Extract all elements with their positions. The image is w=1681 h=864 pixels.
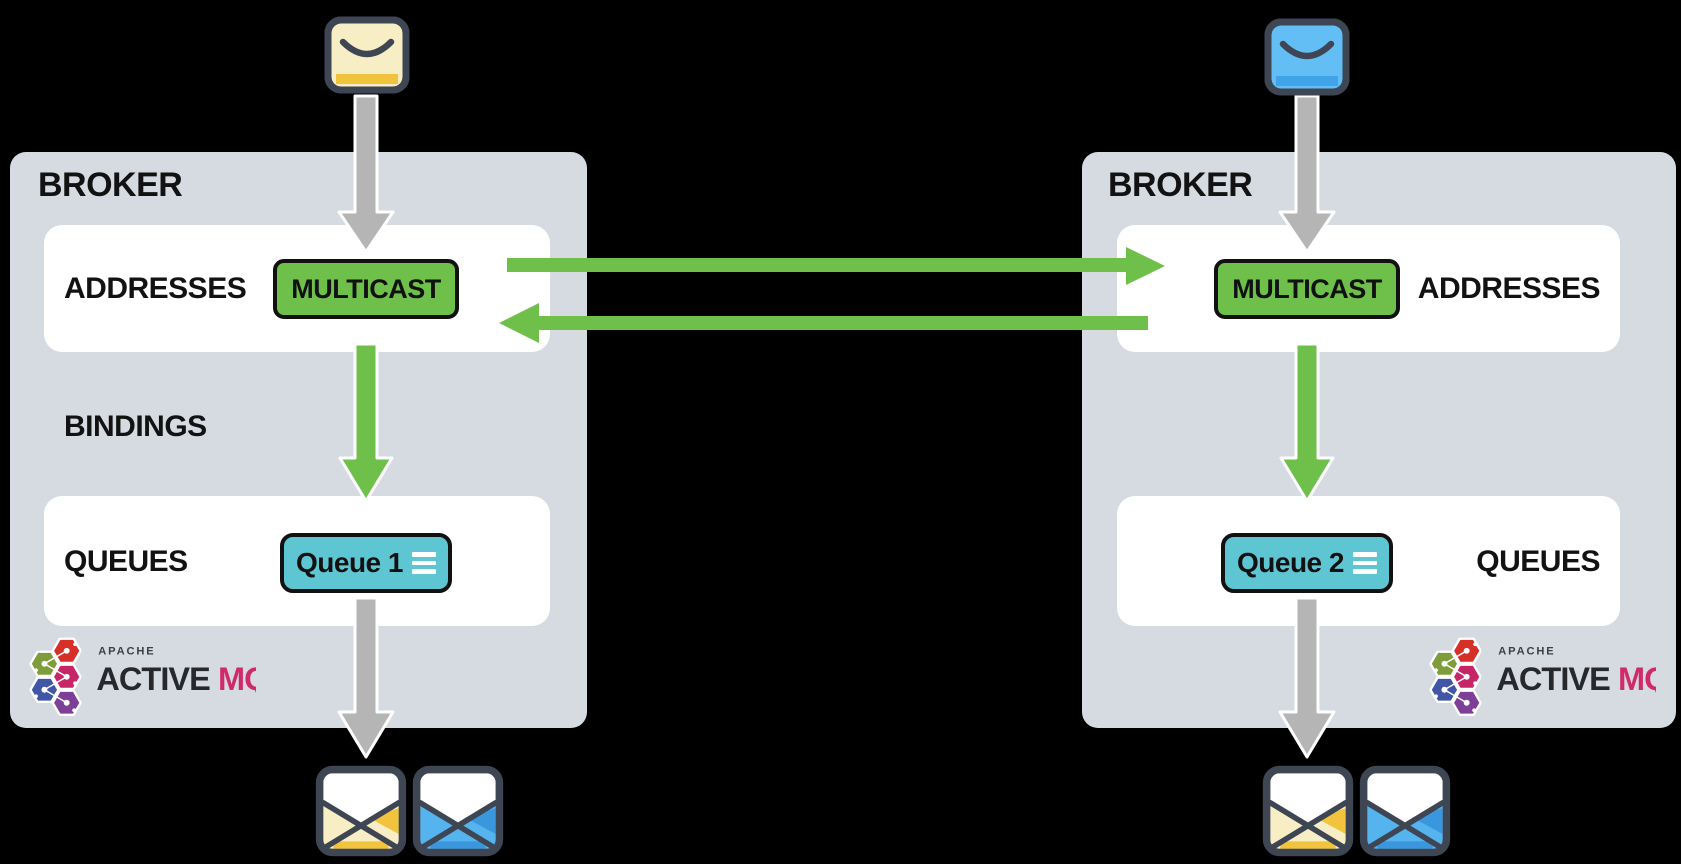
multicast-label-left: MULTICAST xyxy=(291,273,441,304)
open-envelope-blue-icon xyxy=(1359,765,1451,857)
list-lines-icon xyxy=(411,552,436,574)
queue-1-label: Queue 1 xyxy=(296,547,403,578)
svg-text:ACTIVE MQ: ACTIVE MQ xyxy=(1496,661,1656,697)
logo-mq-label: MQ xyxy=(218,661,256,697)
producer-arrow-right-icon xyxy=(1278,94,1336,254)
logo-apache-label: APACHE xyxy=(1498,646,1555,658)
queue-2-label: Queue 2 xyxy=(1237,547,1344,578)
multicast-address-right: MULTICAST xyxy=(1214,259,1400,319)
addresses-label-right: ADDRESSES xyxy=(1417,272,1601,305)
broker-title-right: BROKER xyxy=(1108,166,1253,204)
queues-label-right: QUEUES xyxy=(1476,545,1600,578)
consumer-arrow-left-icon xyxy=(337,596,395,759)
queue-2-node: Queue 2 xyxy=(1221,533,1393,593)
svg-text:APACHE: APACHE xyxy=(1498,646,1555,658)
svg-text:APACHE: APACHE xyxy=(98,646,155,658)
federation-arrow-leftward-icon xyxy=(499,303,1148,343)
producer-arrow-left-icon xyxy=(337,94,395,254)
broker-title-left: BROKER xyxy=(38,166,183,204)
open-envelope-blue-icon xyxy=(412,765,504,857)
logo-apache-label: APACHE xyxy=(98,646,155,658)
closed-envelope-yellow-icon xyxy=(324,16,410,94)
logo-molecule-dots xyxy=(34,642,77,713)
activemq-logo: APACHE ACTIVE MQ xyxy=(1429,637,1656,716)
list-lines-icon xyxy=(1352,552,1377,574)
logo-mq-label: MQ xyxy=(1618,661,1656,697)
consumer-arrow-right-icon xyxy=(1278,596,1336,759)
activemq-hexagon-cluster-icon xyxy=(29,637,82,716)
svg-text:ACTIVE MQ: ACTIVE MQ xyxy=(96,661,256,697)
open-envelope-yellow-icon xyxy=(1262,765,1354,857)
queues-label-left: QUEUES xyxy=(64,545,188,578)
closed-envelope-blue-icon xyxy=(1264,18,1350,96)
queue-1-node: Queue 1 xyxy=(280,533,452,593)
multicast-label-right: MULTICAST xyxy=(1232,273,1382,304)
multicast-address-left: MULTICAST xyxy=(273,259,459,319)
logo-molecule-dots xyxy=(1434,642,1477,713)
addresses-label-left: ADDRESSES xyxy=(64,272,247,305)
activemq-hexagon-cluster-icon xyxy=(1429,637,1482,716)
logo-active-label: ACTIVE xyxy=(1496,661,1610,697)
binding-arrow-right-icon xyxy=(1279,342,1335,503)
open-envelope-yellow-icon xyxy=(315,765,407,857)
binding-arrow-left-icon xyxy=(338,342,394,503)
activemq-logo: APACHE ACTIVE MQ xyxy=(29,637,256,716)
bindings-label-left: BINDINGS xyxy=(64,410,207,443)
federation-arrow-rightward-icon xyxy=(507,247,1165,285)
logo-active-label: ACTIVE xyxy=(96,661,210,697)
